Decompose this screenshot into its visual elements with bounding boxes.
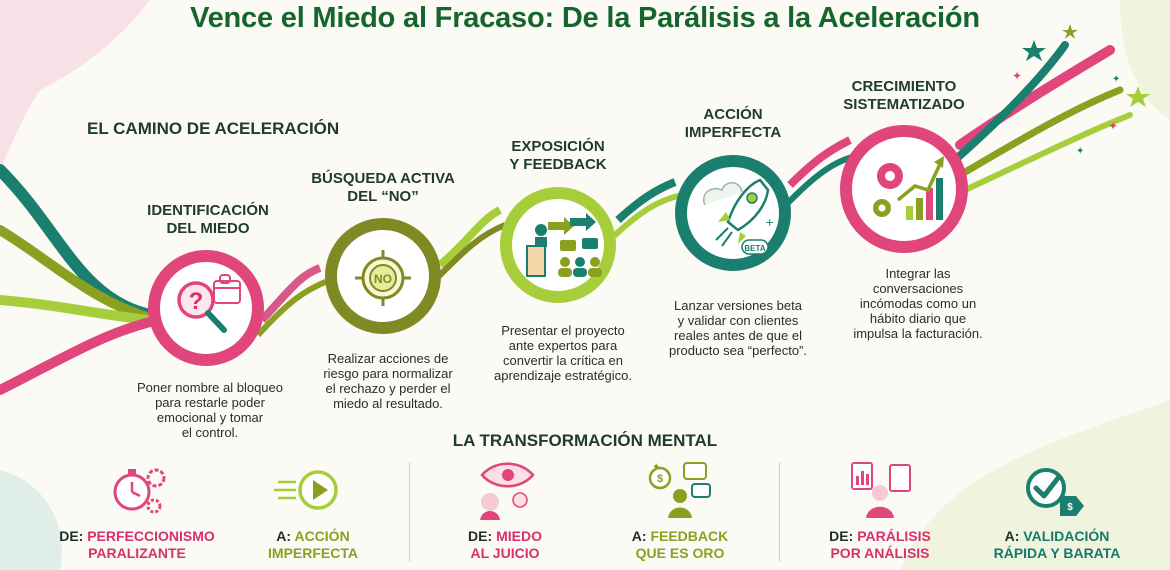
- sparkle-pink-2: ✦: [1108, 119, 1118, 133]
- ribbon-left-lime: [0, 295, 155, 325]
- connector-1-2b: [255, 277, 332, 338]
- target-no-icon: NO: [355, 250, 411, 306]
- ribbon-out-olive: [956, 86, 1124, 179]
- corner-blob-top-left: [0, 0, 150, 170]
- step-1-title: IDENTIFICACIÓN DEL MIEDO: [147, 202, 269, 237]
- svg-text:✦: ✦: [652, 462, 660, 473]
- connector-4-5: [787, 136, 852, 188]
- check-price-tag-icon: $: [1026, 468, 1084, 516]
- sparkle-teal: ✦: [1112, 74, 1120, 85]
- connector-3-4b: [611, 192, 683, 239]
- stopwatch-gear-icon: [113, 468, 166, 514]
- ribbon-left-pink: [0, 317, 155, 395]
- page-title: Vence el Miedo al Fracaso: De la Parális…: [190, 2, 980, 34]
- transform-1-from: DE: PERFECCIONISMO PARALIZANTE: [59, 528, 215, 561]
- star-lime: [1126, 86, 1150, 107]
- connector-1-2: [259, 264, 322, 323]
- coin-speech-icon: $ ✦: [648, 462, 711, 518]
- step-4-title: ACCIÓN IMPERFECTA: [684, 106, 782, 141]
- sparkle-pink-1: ✦: [1012, 69, 1022, 83]
- step-2-title: BÚSQUEDA ACTIVA DEL “NO”: [311, 170, 455, 205]
- step-5-title: CRECIMIENTO SISTEMATIZADO: [843, 78, 965, 113]
- step-5-description: Integrar las conversaciones incómodas co…: [853, 266, 983, 341]
- ribbon-out-lime: [962, 112, 1133, 193]
- magnifier-question-icon: ?: [177, 274, 241, 333]
- svg-text:+: +: [765, 216, 774, 229]
- presentation-feedback-icon: [526, 213, 602, 277]
- transform-3-from: DE: PARÁLISIS POR ANÁLISIS: [829, 528, 931, 561]
- star-teal: [1022, 40, 1046, 61]
- transform-1-to: A: ACCIÓN IMPERFECTA: [268, 528, 358, 561]
- fast-play-icon: [274, 470, 338, 510]
- target-no-badge: NO: [374, 272, 392, 286]
- step-4-description: Lanzar versiones beta y validar con clie…: [668, 298, 808, 358]
- reports-stress-icon: [851, 462, 911, 518]
- step-2-description: Realizar acciones de riesgo para normali…: [323, 351, 453, 411]
- step-circle-5: [840, 125, 968, 253]
- gears-growth-chart-icon: [873, 156, 944, 220]
- divider-1: [409, 462, 410, 562]
- ribbon-out-teal: [951, 41, 1069, 164]
- connector-2-3b: [432, 222, 507, 283]
- step-3-title: EXPOSICIÓN Y FEEDBACK: [509, 138, 607, 173]
- sparkle-teal-2: ✦: [1076, 146, 1084, 157]
- corner-blob-top-right: [1120, 0, 1170, 120]
- divider-2: [779, 462, 780, 562]
- rocket-beta-icon: + BETA: [703, 178, 774, 255]
- transform-2-from: DE: MIEDO AL JUICIO: [468, 528, 542, 561]
- step-1-description: Poner nombre al bloqueo para restarle po…: [137, 380, 283, 440]
- corner-blob-bottom-left: [0, 470, 62, 570]
- transform-3-to: A: VALIDACIÓN RÁPIDA Y BARATA: [993, 528, 1121, 561]
- svg-text:?: ?: [189, 288, 204, 315]
- rocket-beta-badge: BETA: [744, 244, 765, 253]
- svg-text:$: $: [657, 473, 663, 485]
- star-olive: [1062, 24, 1078, 39]
- watching-eye-icon: [480, 462, 535, 520]
- ribbon-left-olive: [0, 225, 155, 323]
- svg-text:$: $: [1067, 502, 1073, 513]
- connector-2-3: [437, 206, 502, 269]
- transform-2-to: A: FEEDBACK QUE ES ORO: [631, 528, 729, 561]
- transformation-section-heading: LA TRANSFORMACIÓN MENTAL: [452, 431, 718, 450]
- connector-3-4: [615, 178, 677, 223]
- ribbon-out-pink: [955, 45, 1115, 150]
- step-3-description: Presentar el proyecto ante expertos para…: [493, 323, 633, 383]
- path-section-heading: EL CAMINO DE ACELERACIÓN: [87, 119, 340, 138]
